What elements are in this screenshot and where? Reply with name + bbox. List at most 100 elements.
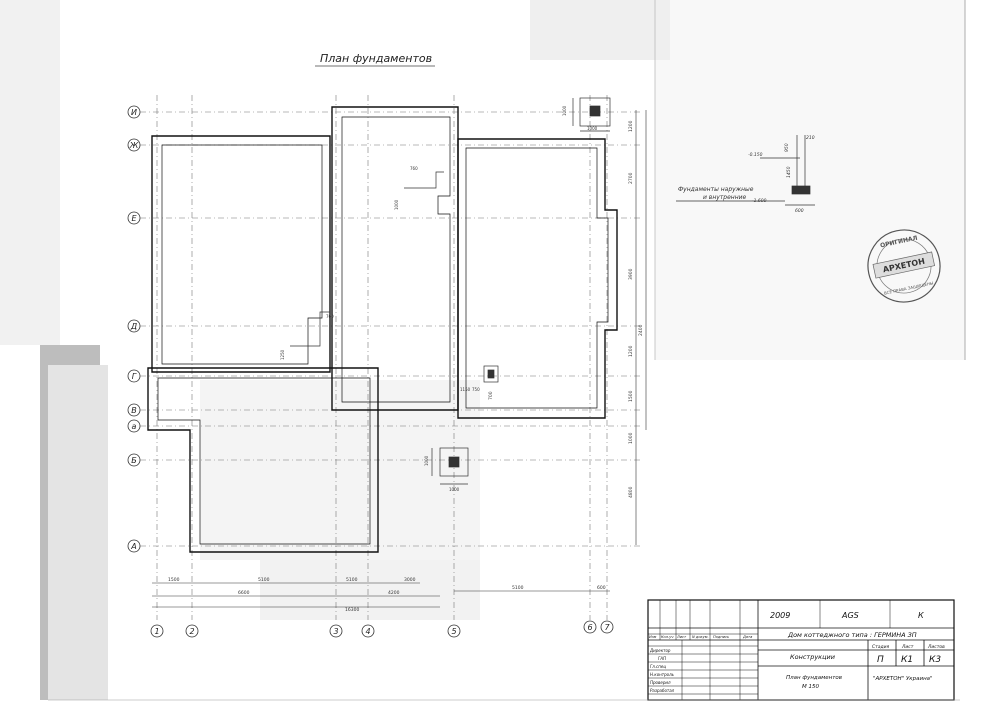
tb-val-sheets: К3 (929, 655, 941, 665)
internal-dim-1: 760 (410, 166, 418, 171)
bottom-dimension-lines (152, 582, 610, 608)
internal-dim-2: 750 (472, 387, 480, 392)
tb-val-stage: П (877, 655, 884, 665)
axis-label-6: 6 (587, 623, 592, 632)
tb-col-sheets: Листов (927, 644, 945, 650)
section-level-2: -1.600 (752, 198, 767, 204)
axis-bubble-6 (583, 620, 597, 634)
tb-roles: Директор ГАП Гл.спец Н.контроль Проверил… (649, 648, 675, 693)
column-pad-center-inner (487, 369, 495, 379)
tb-scale: М 150 (802, 684, 819, 690)
right-dimension-text: 1200 2700 3900 1200 4800 1500 1000 2400 … (488, 120, 644, 498)
wall-room-bottom-outer (147, 367, 379, 553)
dim-right-1: 1200 (628, 120, 634, 132)
dim-right-7: 1000 (628, 432, 634, 444)
stamp-seal-outer (867, 229, 941, 303)
axis-bubble-3 (329, 624, 343, 638)
axis-label-G: Г (132, 372, 137, 381)
section-detail (676, 135, 815, 206)
tb-header-cells: Изм Кол.уч Лист N докум. Подпись Дата (649, 635, 752, 639)
wall-room-upper-left-inner (161, 144, 323, 365)
column-detail-bottom-dim-v-text: 1000 (424, 455, 429, 466)
tb-header-kol: Кол.уч (661, 635, 673, 639)
axis-bubble-D (127, 319, 141, 333)
axis-label-a: а (132, 422, 137, 431)
axis-bubble-7 (600, 620, 614, 634)
dim-right-5: 4800 (628, 486, 634, 498)
tb-header-izm: Изм (649, 635, 657, 639)
tb-header-date: Дата (742, 635, 752, 639)
dim-bottom-row2-2: 4200 (388, 590, 400, 596)
internal-dimension-labels: 760 750 1150 760 1250 1000 (280, 166, 480, 392)
axis-label-7: 7 (604, 623, 610, 632)
scan-shadow-left-mid (48, 365, 108, 700)
axis-bubble-V (127, 403, 141, 417)
wall-room-upper-left-outer (151, 135, 331, 373)
wall-room-right-outer (457, 138, 618, 419)
axis-bubble-1 (150, 624, 164, 638)
tb-letter: К (918, 611, 924, 620)
tb-header-sign: Подпись (713, 635, 729, 639)
stamp-seal: ОРИГИНАЛ АРХЕТОН ВСЕ ПРАВА ЗАЩИЩЕНЫ (867, 229, 941, 303)
axis-label-2: 2 (189, 627, 194, 636)
axis-bubble-E (127, 211, 141, 225)
tb-organization: "АРХЕТОН" Украина" (873, 676, 933, 682)
dim-bottom-3: 5100 (346, 577, 358, 583)
bottom-dimension-text: 1500 5100 5100 3000 5100 600 6600 4200 1… (168, 577, 606, 613)
axis-label-4: 4 (365, 627, 370, 636)
column-detail-bottom (431, 447, 469, 485)
section-detail-text: Фундаменты наружные и внутренние -0.150 … (678, 135, 815, 214)
axis-label-V: В (131, 406, 137, 415)
internal-dim-3: 1150 (460, 387, 471, 392)
dim-bottom-2: 5100 (258, 577, 270, 583)
section-level-3: 210 (806, 135, 815, 141)
internal-dim-5: 1250 (280, 349, 285, 360)
tb-year: 2009 (770, 611, 790, 620)
title-block (647, 599, 955, 701)
tb-col-sheet: Лист (901, 644, 914, 650)
tb-role-4: Н.контроль (650, 672, 675, 677)
tb-role-5: Проверил (650, 680, 671, 685)
column-detail-bottom-dim-h-text: 1000 (449, 487, 460, 492)
scan-patch-bottom (260, 560, 480, 620)
column-detail-top (572, 97, 611, 132)
dim-bottom-1: 1500 (168, 577, 180, 583)
tb-section: Конструкции (790, 653, 835, 661)
tb-code: AGS (841, 611, 859, 620)
axis-bubble-labels-letters: И Ж Е Д Г В а Б А (129, 108, 139, 551)
tb-role-3: Гл.спец (650, 664, 666, 669)
internal-dim-4: 760 (326, 314, 334, 319)
dim-bottom-4: 3000 (404, 577, 416, 583)
section-detail-footing (791, 185, 811, 195)
axis-bubble-Zh (127, 138, 141, 152)
dim-bottom-5: 5100 (512, 585, 524, 591)
dim-right-6: 1500 (628, 390, 634, 402)
wall-corridor-inner (341, 116, 451, 403)
axis-bubbles-numbers (150, 620, 614, 638)
signature-grid (648, 600, 758, 700)
column-detail-top-inner (589, 105, 601, 117)
stamp-seal-text-top: ОРИГИНАЛ (880, 235, 919, 250)
column-pad-center (483, 365, 499, 383)
axis-bubble-I (127, 105, 141, 119)
title-block-text: 2009 AGS К Дом коттеджного типа : ГЕРМИН… (649, 611, 945, 693)
scan-fold-right (655, 0, 965, 360)
dim-right-2: 2700 (628, 172, 634, 184)
axis-bubble-a (127, 419, 141, 433)
wall-corridor-outer (331, 106, 459, 411)
horizontal-axis-lines (140, 111, 640, 547)
dim-bottom-row2-1: 6600 (238, 590, 250, 596)
column-detail-top-outer (579, 97, 611, 127)
axis-label-1: 1 (154, 627, 159, 636)
tb-sheet-title: План фундаментов (786, 675, 842, 681)
scan-shadow-left-top (0, 0, 60, 345)
column-detail-bottom-inner (448, 456, 460, 468)
dim-right-8: 2400 (638, 324, 644, 336)
axis-bubble-4 (361, 624, 375, 638)
section-note-line2: и внутренние (703, 194, 747, 201)
column-detail-bottom-outer (439, 447, 469, 477)
foundation-walls (147, 106, 618, 553)
axis-bubble-B (127, 453, 141, 467)
wall-room-bottom-inner (157, 377, 371, 545)
